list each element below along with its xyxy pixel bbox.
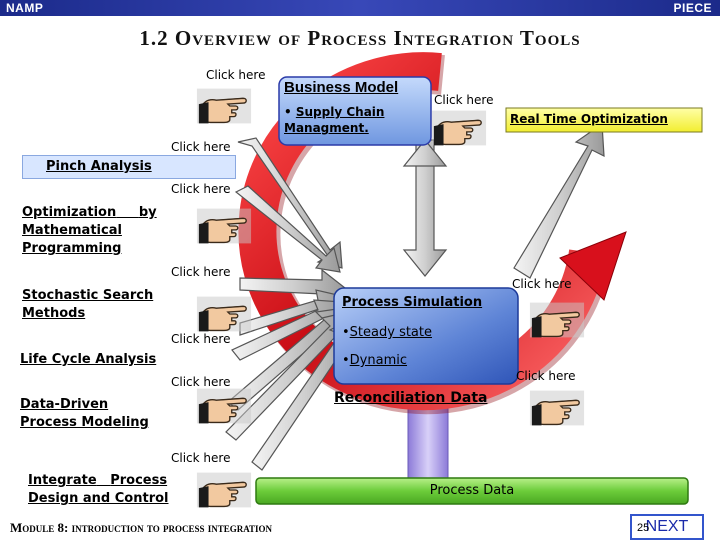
process-simulation-title[interactable]: Process Simulation <box>342 295 483 310</box>
pointing-hand-icon[interactable] <box>195 386 253 426</box>
optimization-line3: Programming <box>22 241 122 256</box>
click-here-link[interactable]: Click here <box>171 332 231 346</box>
data-driven-modeling-label[interactable]: Data-Driven Process Modeling <box>20 396 149 432</box>
click-here-link[interactable]: Click here <box>171 182 231 196</box>
optimization-arrow <box>513 122 605 279</box>
click-here-link[interactable]: Click here <box>171 451 231 465</box>
dynamic-item: •Dynamic <box>342 353 408 368</box>
pinch-analysis-box <box>22 155 236 179</box>
data-driven-line1: Data-Driven <box>20 397 109 412</box>
pinch-analysis-label[interactable]: Pinch Analysis <box>46 159 152 174</box>
click-here-link[interactable]: Click here <box>206 68 266 82</box>
real-time-optimization-label[interactable]: Real Time Optimization <box>510 112 668 126</box>
pointing-hand-icon[interactable] <box>195 206 253 246</box>
real-time-optimization-box <box>505 107 703 133</box>
tool-arrows <box>225 137 359 471</box>
business-model-box <box>278 76 432 146</box>
click-here-link[interactable]: Click here <box>512 277 572 291</box>
header-left-label: NAMP <box>6 1 44 15</box>
pointing-hand-icon[interactable] <box>195 294 253 334</box>
process-simulation-box <box>333 287 519 385</box>
stochastic-line2: Methods <box>22 306 86 321</box>
integrate-line2: Design and Control <box>28 491 169 506</box>
optimization-label[interactable]: Optimization by Mathematical Programming <box>22 204 157 258</box>
pointing-hand-icon[interactable] <box>195 86 253 126</box>
integrate-line1b: Process <box>110 473 168 488</box>
top-header-bar: NAMP PIECE <box>0 0 720 16</box>
pointing-hand-icon[interactable] <box>195 470 253 510</box>
steady-state-item: •Steady state <box>342 325 432 340</box>
life-cycle-analysis-label[interactable]: Life Cycle Analysis <box>20 352 157 367</box>
click-here-link[interactable]: Click here <box>516 369 576 383</box>
stochastic-search-label[interactable]: Stochastic Search Methods <box>22 287 153 323</box>
page-number: 25 <box>637 522 650 534</box>
business-model-item: • Supply Chain Managment. <box>284 105 385 135</box>
steady-state-label[interactable]: Steady state <box>349 325 432 340</box>
click-here-link[interactable]: Click here <box>171 265 231 279</box>
process-data-label: Process Data <box>429 483 515 498</box>
optimization-line2: Mathematical <box>22 223 122 238</box>
footer-module-label: Module 8: introduction to process integr… <box>10 520 273 535</box>
optimization-by: by <box>138 205 157 220</box>
click-here-link[interactable]: Click here <box>434 93 494 107</box>
header-right-label: PIECE <box>673 1 712 15</box>
integrate-design-control-label[interactable]: Integrate Process Design and Control <box>28 472 169 508</box>
process-data-bar <box>255 477 689 505</box>
pointing-hand-icon[interactable] <box>528 388 586 428</box>
integrate-line1a: Integrate <box>28 473 97 488</box>
page-title: 1.2 Overview of Process Integration Tool… <box>139 26 581 50</box>
stochastic-line1: Stochastic Search <box>22 288 154 303</box>
next-button[interactable]: NEXT <box>630 514 704 540</box>
dynamic-label[interactable]: Dynamic <box>349 353 408 368</box>
optimization-line1: Optimization <box>22 205 117 220</box>
vertical-double-arrow <box>402 139 448 277</box>
supply-chain-label: Supply Chain Managment. <box>284 105 385 135</box>
business-model-title[interactable]: Business Model <box>284 79 399 96</box>
reconciliation-data-label[interactable]: Reconciliation Data <box>334 390 488 406</box>
data-driven-line2: Process Modeling <box>20 415 149 430</box>
click-here-link[interactable]: Click here <box>171 375 231 389</box>
click-here-link[interactable]: Click here <box>171 140 231 154</box>
pointing-hand-icon[interactable] <box>528 300 586 340</box>
pointing-hand-icon[interactable] <box>430 108 488 148</box>
